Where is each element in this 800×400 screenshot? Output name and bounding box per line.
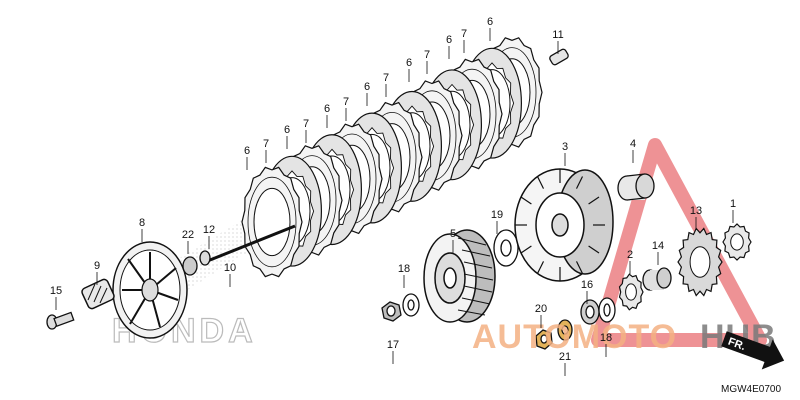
part-number-label: 15 bbox=[50, 285, 62, 297]
ball-bearing bbox=[580, 297, 616, 325]
primary-drive-gear bbox=[677, 227, 723, 297]
callout-20: 20 bbox=[535, 303, 547, 328]
oil-pump-drive-sprocket bbox=[618, 273, 644, 311]
part-number-label: 18 bbox=[398, 263, 410, 275]
part-number-label: 6 bbox=[364, 81, 370, 93]
part-number-label: 16 bbox=[581, 279, 593, 291]
part-number-label: 12 bbox=[203, 224, 215, 236]
callout-14: 14 bbox=[652, 240, 664, 265]
part-number-label: 6 bbox=[446, 34, 452, 46]
part-number-label: 9 bbox=[94, 260, 100, 272]
part-number-label: 13 bbox=[690, 205, 702, 217]
clutch-center bbox=[423, 229, 496, 323]
lifter-rod bbox=[182, 224, 296, 276]
callout-17: 17 bbox=[387, 339, 399, 364]
part-number-label: 7 bbox=[383, 72, 389, 84]
callout-15: 15 bbox=[50, 285, 62, 310]
callout-6: 6 bbox=[284, 124, 290, 149]
part-number-label: 6 bbox=[487, 16, 493, 28]
part-number-label: 1 bbox=[730, 198, 736, 210]
callout-18: 18 bbox=[600, 332, 612, 357]
part-number-label: 6 bbox=[324, 103, 330, 115]
clutch-plate-stack bbox=[241, 37, 543, 278]
part-number-label: 19 bbox=[491, 209, 503, 221]
part-number-label: 11 bbox=[552, 29, 563, 41]
lock-nut bbox=[381, 293, 420, 322]
callout-5: 5 bbox=[450, 228, 456, 253]
diagram-code: MGW4E0700 bbox=[721, 384, 781, 395]
drive-gear bbox=[722, 223, 752, 261]
callout-6: 6 bbox=[406, 57, 412, 82]
part-number-label: 2 bbox=[627, 249, 633, 261]
part-number-label: 5 bbox=[450, 228, 456, 240]
collar bbox=[549, 48, 569, 66]
callout-7: 7 bbox=[343, 96, 349, 121]
part-number-label: 6 bbox=[406, 57, 412, 69]
part-number-label: 4 bbox=[630, 138, 636, 150]
part-number-label: 7 bbox=[263, 138, 269, 150]
part-number-label: 7 bbox=[303, 118, 309, 130]
callout-16: 16 bbox=[581, 279, 593, 304]
callout-7: 7 bbox=[303, 118, 309, 143]
callout-2: 2 bbox=[627, 249, 633, 274]
clutch-outer bbox=[514, 168, 614, 282]
callout-6: 6 bbox=[364, 81, 370, 106]
callout-9: 9 bbox=[94, 260, 100, 285]
callout-7: 7 bbox=[263, 138, 269, 163]
spacer-collar bbox=[642, 267, 672, 291]
part-number-label: 3 bbox=[562, 141, 568, 153]
callout-22: 22 bbox=[182, 229, 194, 254]
callout-1: 1 bbox=[730, 198, 736, 223]
part-number-label: 21 bbox=[559, 351, 571, 363]
callout-6: 6 bbox=[487, 16, 493, 41]
part-number-label: 18 bbox=[600, 332, 612, 344]
svg-text:FR.: FR. bbox=[726, 336, 747, 353]
part-number-label: 14 bbox=[652, 240, 664, 252]
needle-bearing bbox=[617, 173, 655, 201]
callout-3: 3 bbox=[562, 141, 568, 166]
part-number-label: 10 bbox=[224, 262, 236, 274]
callout-6: 6 bbox=[244, 145, 250, 170]
callout-11: 11 bbox=[552, 29, 564, 54]
watermark-text-left: AUTOMOTO bbox=[472, 318, 677, 356]
nut-and-washer bbox=[535, 319, 573, 350]
part-number-label: 22 bbox=[182, 229, 194, 241]
part-number-label: 6 bbox=[244, 145, 250, 157]
part-number-label: 17 bbox=[387, 339, 399, 351]
thrust-washer bbox=[493, 229, 519, 267]
callout-10: 10 bbox=[224, 262, 236, 287]
part-number-label: 7 bbox=[461, 28, 467, 40]
bolt bbox=[46, 311, 75, 330]
callout-7: 7 bbox=[383, 72, 389, 97]
callout-19: 19 bbox=[491, 209, 503, 234]
part-number-label: 20 bbox=[535, 303, 547, 315]
callout-8: 8 bbox=[139, 217, 145, 242]
part-number-label: 7 bbox=[343, 96, 349, 108]
pressure-plate bbox=[112, 241, 188, 339]
callout-4: 4 bbox=[630, 138, 636, 163]
callout-6: 6 bbox=[324, 103, 330, 128]
part-number-label: 6 bbox=[284, 124, 290, 136]
callout-21: 21 bbox=[559, 351, 571, 376]
part-number-label: 8 bbox=[139, 217, 145, 229]
part-number-label: 7 bbox=[424, 49, 430, 61]
clutch-spring bbox=[81, 278, 115, 310]
callout-12: 12 bbox=[203, 224, 215, 249]
callout-18: 18 bbox=[398, 263, 410, 288]
callout-7: 7 bbox=[424, 49, 430, 74]
front-direction-arrow: FR. bbox=[721, 331, 785, 370]
callout-7: 7 bbox=[461, 28, 467, 53]
callout-6: 6 bbox=[446, 34, 452, 59]
callout-13: 13 bbox=[690, 205, 702, 230]
